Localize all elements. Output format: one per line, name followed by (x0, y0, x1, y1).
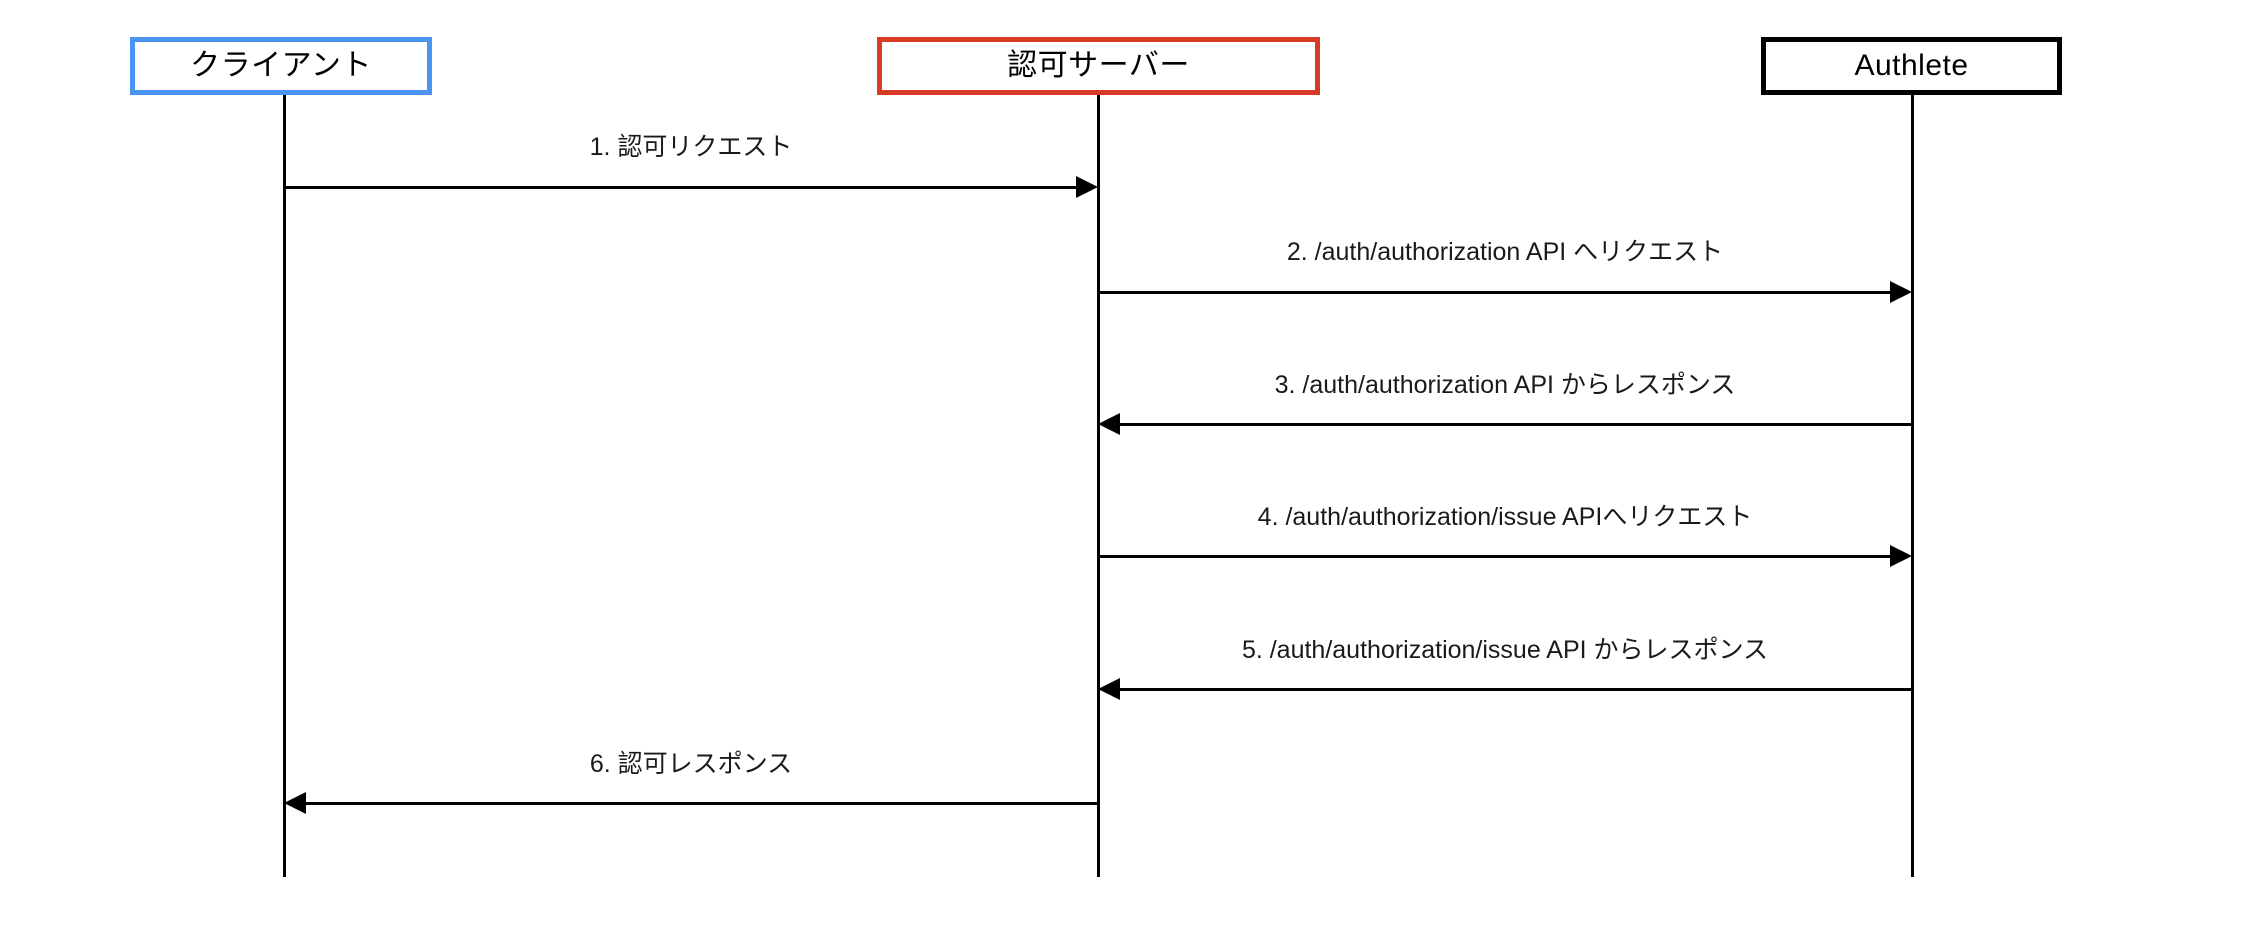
message-4-label: 4. /auth/authorization/issue APIへリクエスト (1257, 503, 1753, 531)
message-6-arrowhead-icon (284, 792, 306, 814)
participant-authlete[interactable]: Authlete (1761, 37, 2062, 95)
message-6-line (306, 802, 1098, 805)
message-3-arrowhead-icon (1098, 413, 1120, 435)
message-1-label: 1. 認可リクエスト (589, 133, 793, 161)
message-5-label: 5. /auth/authorization/issue API からレスポンス (1241, 636, 1769, 664)
participant-client[interactable]: クライアント (130, 37, 432, 95)
lifeline-authlete (1911, 95, 1914, 877)
participant-authorization-server-label: 認可サーバー (1007, 49, 1190, 82)
message-5-line (1120, 688, 1912, 691)
message-6-label: 6. 認可レスポンス (589, 750, 793, 778)
message-4-arrowhead-icon (1890, 545, 1912, 567)
message-5-arrowhead-icon (1098, 678, 1120, 700)
participant-authorization-server[interactable]: 認可サーバー (877, 37, 1320, 95)
lifeline-client (283, 95, 286, 877)
participant-client-label: クライアント (190, 49, 372, 82)
message-4-line (1098, 555, 1890, 558)
message-2-arrowhead-icon (1890, 281, 1912, 303)
message-2-line (1098, 291, 1890, 294)
lifeline-authorization-server (1097, 95, 1100, 877)
message-3-label: 3. /auth/authorization API からレスポンス (1274, 371, 1736, 399)
participant-authlete-label: Authlete (1854, 49, 1969, 82)
message-2-label: 2. /auth/authorization API へリクエスト (1286, 238, 1724, 266)
message-3-line (1120, 423, 1912, 426)
message-1-line (284, 186, 1076, 189)
message-1-arrowhead-icon (1076, 176, 1098, 198)
